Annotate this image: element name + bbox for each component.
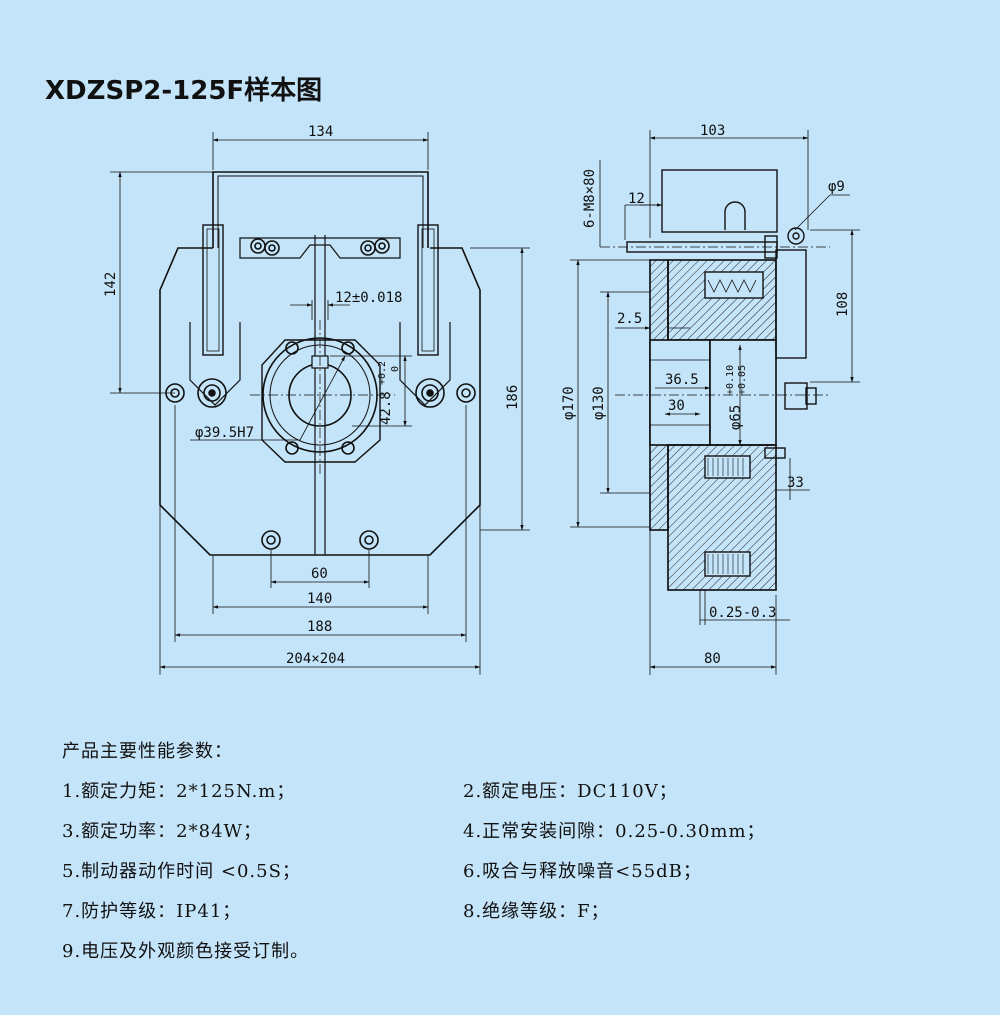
dim-phi65: φ65	[728, 405, 744, 430]
dim-30: 30	[668, 398, 685, 414]
front-body-outline	[159, 247, 481, 556]
dim-80: 80	[704, 651, 721, 667]
dim-2-5: 2.5	[617, 311, 642, 327]
dim-gap: 0.25-0.3	[709, 605, 776, 621]
dim-204: 204×204	[286, 651, 345, 667]
dim-phi170: φ170	[561, 386, 577, 420]
specs-heading: 产品主要性能参数：	[62, 741, 233, 762]
dim-bore: φ39.5H7	[195, 425, 254, 441]
dim-36-5: 36.5	[665, 372, 699, 388]
dim-142: 142	[103, 272, 119, 297]
dim-42-8: 42.8	[378, 391, 394, 425]
right-arm	[417, 224, 439, 356]
spec-item-8: 8.绝缘等级：F；	[463, 901, 610, 922]
dim-60: 60	[311, 566, 328, 582]
bolt-right-big	[415, 378, 445, 408]
front-dimensions	[110, 132, 530, 675]
dim-keyway: 12±0.018	[335, 290, 402, 306]
spec-item-6: 6.吸合与释放噪音<55dB；	[463, 861, 702, 882]
left-arm	[202, 224, 224, 356]
dim-140: 140	[307, 591, 332, 607]
dim-12: 12	[628, 191, 645, 207]
dim-188: 188	[307, 619, 332, 635]
side-dimension-labels: 103 6-M8×80 12 φ9 108 2.5 36.5 30 φ65 +0…	[561, 123, 851, 667]
spec-item-9: 9.电压及外观颜色接受订制。	[62, 941, 310, 962]
side-dimensions	[570, 130, 860, 675]
spec-item-2: 2.额定电压：DC110V；	[463, 781, 678, 802]
front-dimension-labels: 134 142 12±0.018 42.8 +0.2 0 186 φ39.5H7…	[103, 124, 521, 667]
technical-drawing: 134 142 12±0.018 42.8 +0.2 0 186 φ39.5H7…	[103, 123, 860, 675]
side-view	[600, 169, 830, 591]
spec-item-7: 7.防护等级：IP41；	[62, 901, 242, 922]
top-bracket	[212, 171, 429, 248]
spec-item-3: 3.额定功率：2*84W；	[62, 821, 263, 842]
dim-108: 108	[835, 292, 851, 317]
dim-phi65-tol-top: +0.10	[725, 365, 736, 395]
front-view	[159, 171, 481, 556]
hub-flange	[261, 339, 381, 463]
page-title: XDZSP2-125F样本图	[45, 76, 323, 106]
top-plate	[239, 237, 401, 259]
dim-screws: 6-M8×80	[582, 169, 598, 228]
dim-42-8-tol-top: +0.2	[377, 361, 388, 385]
dim-42-8-tol-bot: 0	[390, 366, 401, 372]
dim-33: 33	[787, 475, 804, 491]
bolt-left-big	[197, 378, 227, 408]
dim-phi9: φ9	[828, 179, 845, 195]
dim-134: 134	[308, 124, 333, 140]
dim-phi130: φ130	[591, 386, 607, 420]
dim-103: 103	[700, 123, 725, 139]
side-top-box	[661, 169, 778, 233]
dim-186: 186	[505, 385, 521, 410]
spec-item-4: 4.正常安装间隙：0.25-0.30mm；	[463, 821, 766, 842]
dim-phi65-tol-bot: +0.05	[737, 365, 748, 395]
spec-item-5: 5.制动器动作时间 <0.5S；	[62, 861, 301, 882]
spec-item-1: 1.额定力矩：2*125N.m；	[62, 781, 296, 802]
